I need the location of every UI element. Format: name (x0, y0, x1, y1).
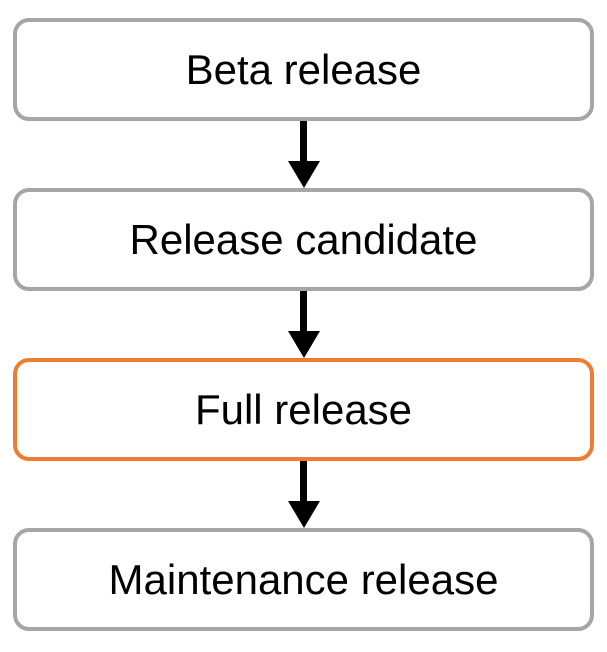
arrow-shaft (300, 291, 307, 331)
arrow-shaft (300, 121, 307, 161)
arrowhead-down-icon (287, 331, 320, 358)
arrow-down-1 (13, 121, 594, 188)
arrow-down-3 (13, 461, 594, 528)
node-release-candidate-label: Release candidate (129, 215, 478, 263)
node-maintenance-release-label: Maintenance release (108, 555, 499, 603)
node-maintenance-release: Maintenance release (13, 528, 594, 631)
arrow-down-2 (13, 291, 594, 358)
arrowhead-down-icon (287, 501, 320, 528)
node-full-release-label: Full release (194, 385, 413, 433)
arrow-shaft (300, 461, 307, 501)
arrowhead-down-icon (287, 161, 320, 188)
node-beta-release-label: Beta release (185, 45, 422, 93)
node-release-candidate: Release candidate (13, 188, 594, 291)
node-beta-release: Beta release (13, 18, 594, 121)
node-full-release: Full release (13, 358, 594, 461)
